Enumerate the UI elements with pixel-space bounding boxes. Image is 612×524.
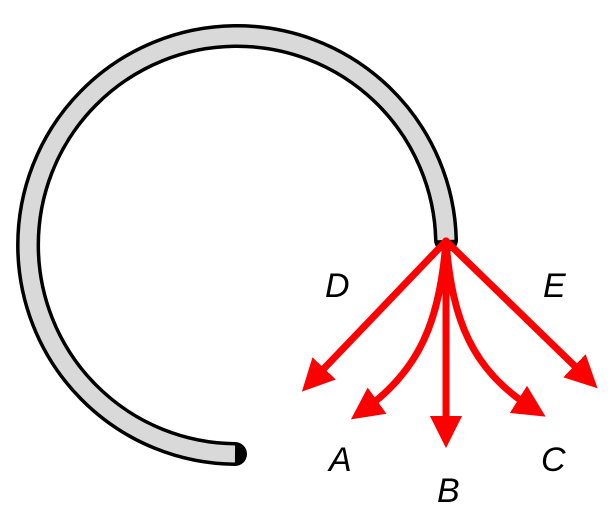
arrow-c — [442, 237, 546, 417]
arrow-e — [442, 237, 598, 389]
tube-body — [19, 27, 455, 463]
label-a: A — [327, 441, 352, 479]
label-c: C — [541, 441, 566, 479]
circular-tube — [16, 24, 458, 466]
arrow-d — [301, 237, 450, 392]
label-d: D — [325, 267, 350, 305]
arrow-a — [350, 237, 450, 420]
label-e: E — [543, 267, 566, 305]
label-b: B — [437, 472, 460, 510]
trajectory-arrows — [301, 237, 598, 449]
